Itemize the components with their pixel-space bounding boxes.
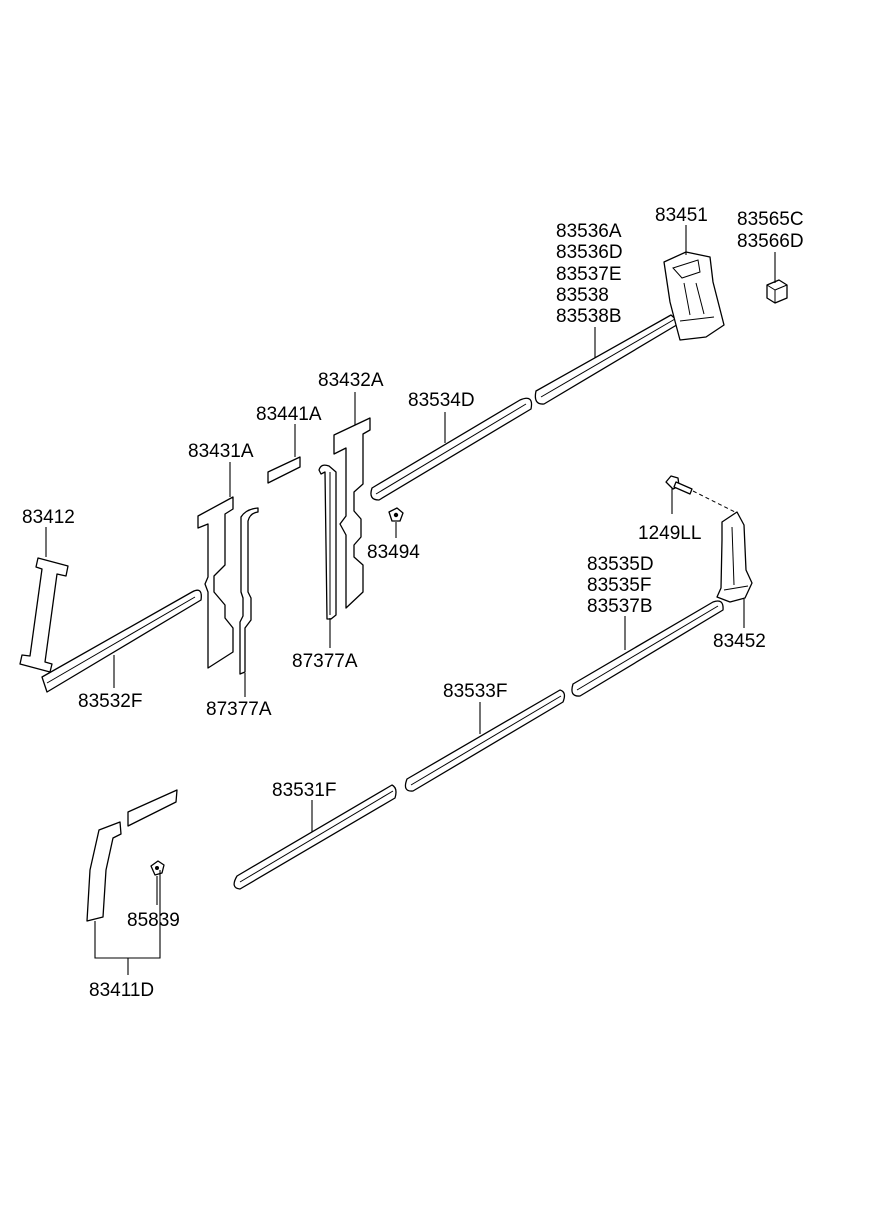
part-83452[interactable] bbox=[716, 511, 753, 603]
callout-83538: 83538 bbox=[556, 285, 609, 306]
callout-83565C: 83565C bbox=[737, 209, 804, 230]
part-83533F[interactable] bbox=[404, 689, 566, 792]
part-87377A-left[interactable] bbox=[239, 507, 259, 675]
callout-83451: 83451 bbox=[655, 205, 708, 226]
part-87377A-right[interactable] bbox=[318, 464, 337, 620]
part-83565C[interactable] bbox=[766, 279, 788, 304]
callout-83535D: 83535D bbox=[587, 554, 654, 575]
part-83431A[interactable] bbox=[197, 496, 234, 669]
callout-83535F: 83535F bbox=[587, 575, 651, 596]
part-83532F[interactable] bbox=[41, 589, 202, 693]
callout-83494: 83494 bbox=[367, 542, 420, 563]
part-83451[interactable] bbox=[663, 251, 725, 341]
callout-83534D: 83534D bbox=[408, 390, 475, 411]
part-83412[interactable] bbox=[19, 557, 69, 673]
callout-83431A: 83431A bbox=[188, 441, 254, 462]
callout-83452: 83452 bbox=[713, 631, 766, 652]
callout-85839: 85839 bbox=[127, 910, 180, 931]
callout-83536A: 83536A bbox=[556, 221, 622, 242]
part-83432A[interactable] bbox=[333, 417, 371, 609]
part-1249LL-bolt[interactable] bbox=[665, 475, 693, 495]
callout-83441A: 83441A bbox=[256, 404, 322, 425]
callout-83531F: 83531F bbox=[272, 780, 336, 801]
part-83411D[interactable] bbox=[86, 789, 178, 922]
part-83536A[interactable] bbox=[534, 314, 681, 405]
callout-83538B: 83538B bbox=[556, 306, 622, 327]
callout-83532F: 83532F bbox=[78, 691, 142, 712]
part-83494-clip[interactable] bbox=[388, 507, 404, 522]
callout-87377A-right: 87377A bbox=[292, 651, 358, 672]
leader-lines bbox=[45, 225, 776, 975]
callout-83566D: 83566D bbox=[737, 231, 804, 252]
callout-87377A-left: 87377A bbox=[206, 699, 272, 720]
part-83531F[interactable] bbox=[233, 784, 397, 890]
callout-83411D: 83411D bbox=[89, 980, 154, 1001]
callout-83412: 83412 bbox=[22, 507, 75, 528]
callout-83533F: 83533F bbox=[443, 681, 507, 702]
callout-1249LL: 1249LL bbox=[638, 523, 701, 544]
callout-83537B: 83537B bbox=[587, 596, 653, 617]
part-83534D[interactable] bbox=[370, 397, 533, 501]
part-85839-clip[interactable] bbox=[150, 860, 165, 876]
part-83535D[interactable] bbox=[571, 600, 724, 697]
callout-83537E: 83537E bbox=[556, 264, 622, 285]
callout-83536D: 83536D bbox=[556, 242, 623, 263]
callout-83432A: 83432A bbox=[318, 370, 384, 391]
bolt-alignment-line bbox=[692, 490, 736, 513]
part-83441A[interactable] bbox=[267, 456, 301, 484]
